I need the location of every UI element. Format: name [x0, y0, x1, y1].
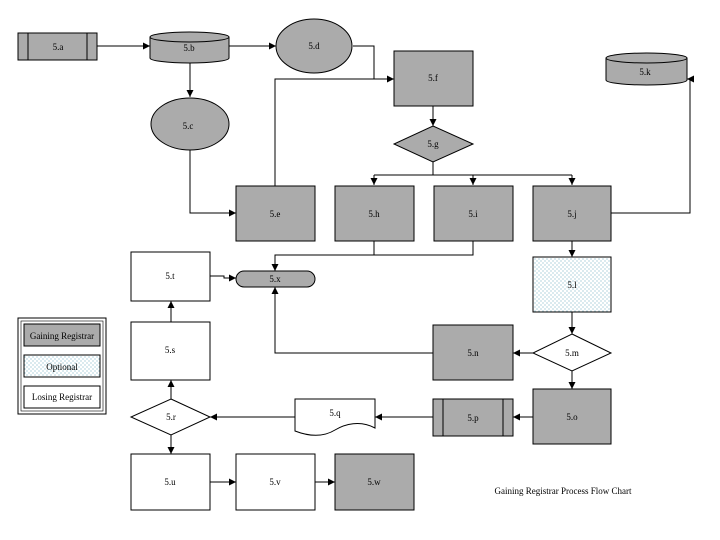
node-5r[interactable]: 5.r	[129, 398, 212, 436]
legend-optional-label: Optional	[46, 362, 78, 372]
node-5s-label: 5.s	[165, 345, 176, 355]
node-5c[interactable]: 5.c	[150, 97, 230, 151]
node-5b-label: 5.b	[183, 43, 195, 53]
node-5m[interactable]: 5.m	[531, 333, 613, 372]
node-5f[interactable]: 5.f	[393, 50, 474, 107]
edge-n-x	[271, 287, 433, 354]
node-5n[interactable]: 5.n	[432, 324, 514, 381]
node-5x-label: 5.x	[269, 274, 281, 284]
node-5g[interactable]: 5.g	[392, 125, 475, 163]
edge-t-x	[210, 274, 236, 282]
node-5i-label: 5.i	[468, 209, 478, 219]
node-5a-label: 5.a	[53, 42, 64, 52]
node-5l-label: 5.l	[567, 280, 577, 290]
node-5p-label: 5.p	[467, 413, 479, 423]
node-5f-label: 5.f	[428, 73, 438, 83]
node-5m-label: 5.m	[565, 348, 579, 358]
node-5t[interactable]: 5.t	[130, 251, 211, 302]
node-5l[interactable]: 5.l	[532, 256, 612, 313]
node-5k[interactable]: 5.k	[605, 52, 688, 86]
node-5o-label: 5.o	[566, 412, 578, 422]
legend-losing: Losing Registrar	[23, 385, 101, 409]
connectors	[97, 42, 694, 486]
legend-gaining-swatch	[23, 323, 101, 347]
node-5t-label: 5.t	[165, 271, 175, 281]
node-5i[interactable]: 5.i	[433, 185, 514, 242]
node-5q-label: 5.q	[329, 408, 341, 418]
node-5e-label: 5.e	[270, 209, 281, 219]
node-5j[interactable]: 5.j	[532, 185, 612, 242]
node-5r-label: 5.r	[166, 412, 176, 422]
legend: Gaining Registrar Optional Losing Regist…	[17, 317, 107, 415]
node-5w-label: 5.w	[367, 477, 381, 487]
node-5d-label: 5.d	[308, 41, 320, 51]
node-5s[interactable]: 5.s	[130, 321, 211, 381]
node-5g-label: 5.g	[427, 139, 439, 149]
node-5a[interactable]: 5.a	[17, 32, 98, 61]
node-5k-label: 5.k	[639, 67, 651, 77]
node-5n-label: 5.n	[467, 348, 479, 358]
chart-title: Gaining Registrar Process Flow Chart	[495, 486, 632, 496]
node-5h-label: 5.h	[368, 209, 380, 219]
node-5h[interactable]: 5.h	[334, 185, 415, 242]
node-5d[interactable]: 5.d	[275, 18, 353, 74]
node-5x[interactable]: 5.x	[235, 270, 316, 288]
legend-optional-swatch	[23, 354, 101, 378]
node-5c-label: 5.c	[183, 121, 194, 131]
node-5u[interactable]: 5.u	[130, 453, 211, 511]
legend-gaining-label: Gaining Registrar	[30, 331, 94, 341]
legend-gaining: Gaining Registrar	[23, 323, 101, 347]
node-5v[interactable]: 5.v	[235, 453, 316, 511]
node-5o[interactable]: 5.o	[532, 388, 612, 445]
legend-optional: Optional	[23, 354, 101, 378]
node-5v-label: 5.v	[269, 477, 281, 487]
node-5p[interactable]: 5.p	[432, 398, 514, 437]
node-5b[interactable]: 5.b	[149, 31, 230, 64]
edge-j-k	[611, 75, 694, 214]
node-5e[interactable]: 5.e	[235, 185, 316, 242]
node-5u-label: 5.u	[164, 477, 176, 487]
legend-losing-label: Losing Registrar	[32, 392, 92, 402]
legend-losing-swatch	[23, 385, 101, 409]
node-5q[interactable]: 5.q	[294, 398, 376, 436]
edge-i-x	[374, 241, 474, 256]
edge-c-e	[189, 150, 236, 217]
edge-h-x	[271, 241, 375, 271]
node-5j-label: 5.j	[567, 209, 576, 219]
edge-e-f	[274, 75, 394, 186]
node-5w[interactable]: 5.w	[334, 453, 415, 511]
edge-d-f	[353, 45, 375, 79]
